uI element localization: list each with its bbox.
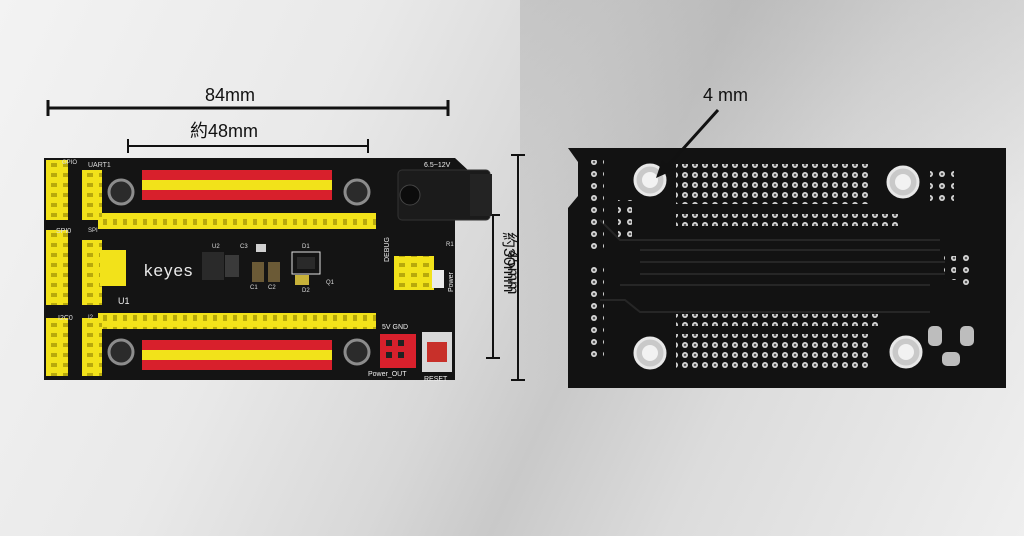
brand-logo-text: keyes [144,261,194,280]
header-length-label: 約48mm [190,121,259,141]
width-dimension-label: 84mm [205,85,256,105]
power-out-label: Power_OUT [368,371,407,378]
c3-label: C3 [240,244,248,250]
i2c0-label: I2C0 [58,315,73,322]
spi-label: SPI [88,228,98,234]
reset-label: RESET [424,376,448,383]
u1-label: U1 [118,296,130,306]
d2-label: D2 [302,288,310,294]
c1-label: C1 [250,285,258,291]
c2-label: C2 [268,285,276,291]
power-out-header-label: 5V GND [382,324,409,331]
i2c-label: I2 [88,315,94,321]
q1-label: Q1 [326,280,335,286]
voltage-label: 6.5~12V [424,162,451,169]
uart-label: UART1 [88,162,111,169]
d1-label: D1 [302,244,310,250]
spi0-label: SPI0 [56,228,72,235]
hole-dimension-label: 4 mm [703,85,748,105]
gpio-label: GPIO [62,160,78,166]
u2-label: U2 [212,244,220,250]
r1-label: R1 [446,242,454,248]
